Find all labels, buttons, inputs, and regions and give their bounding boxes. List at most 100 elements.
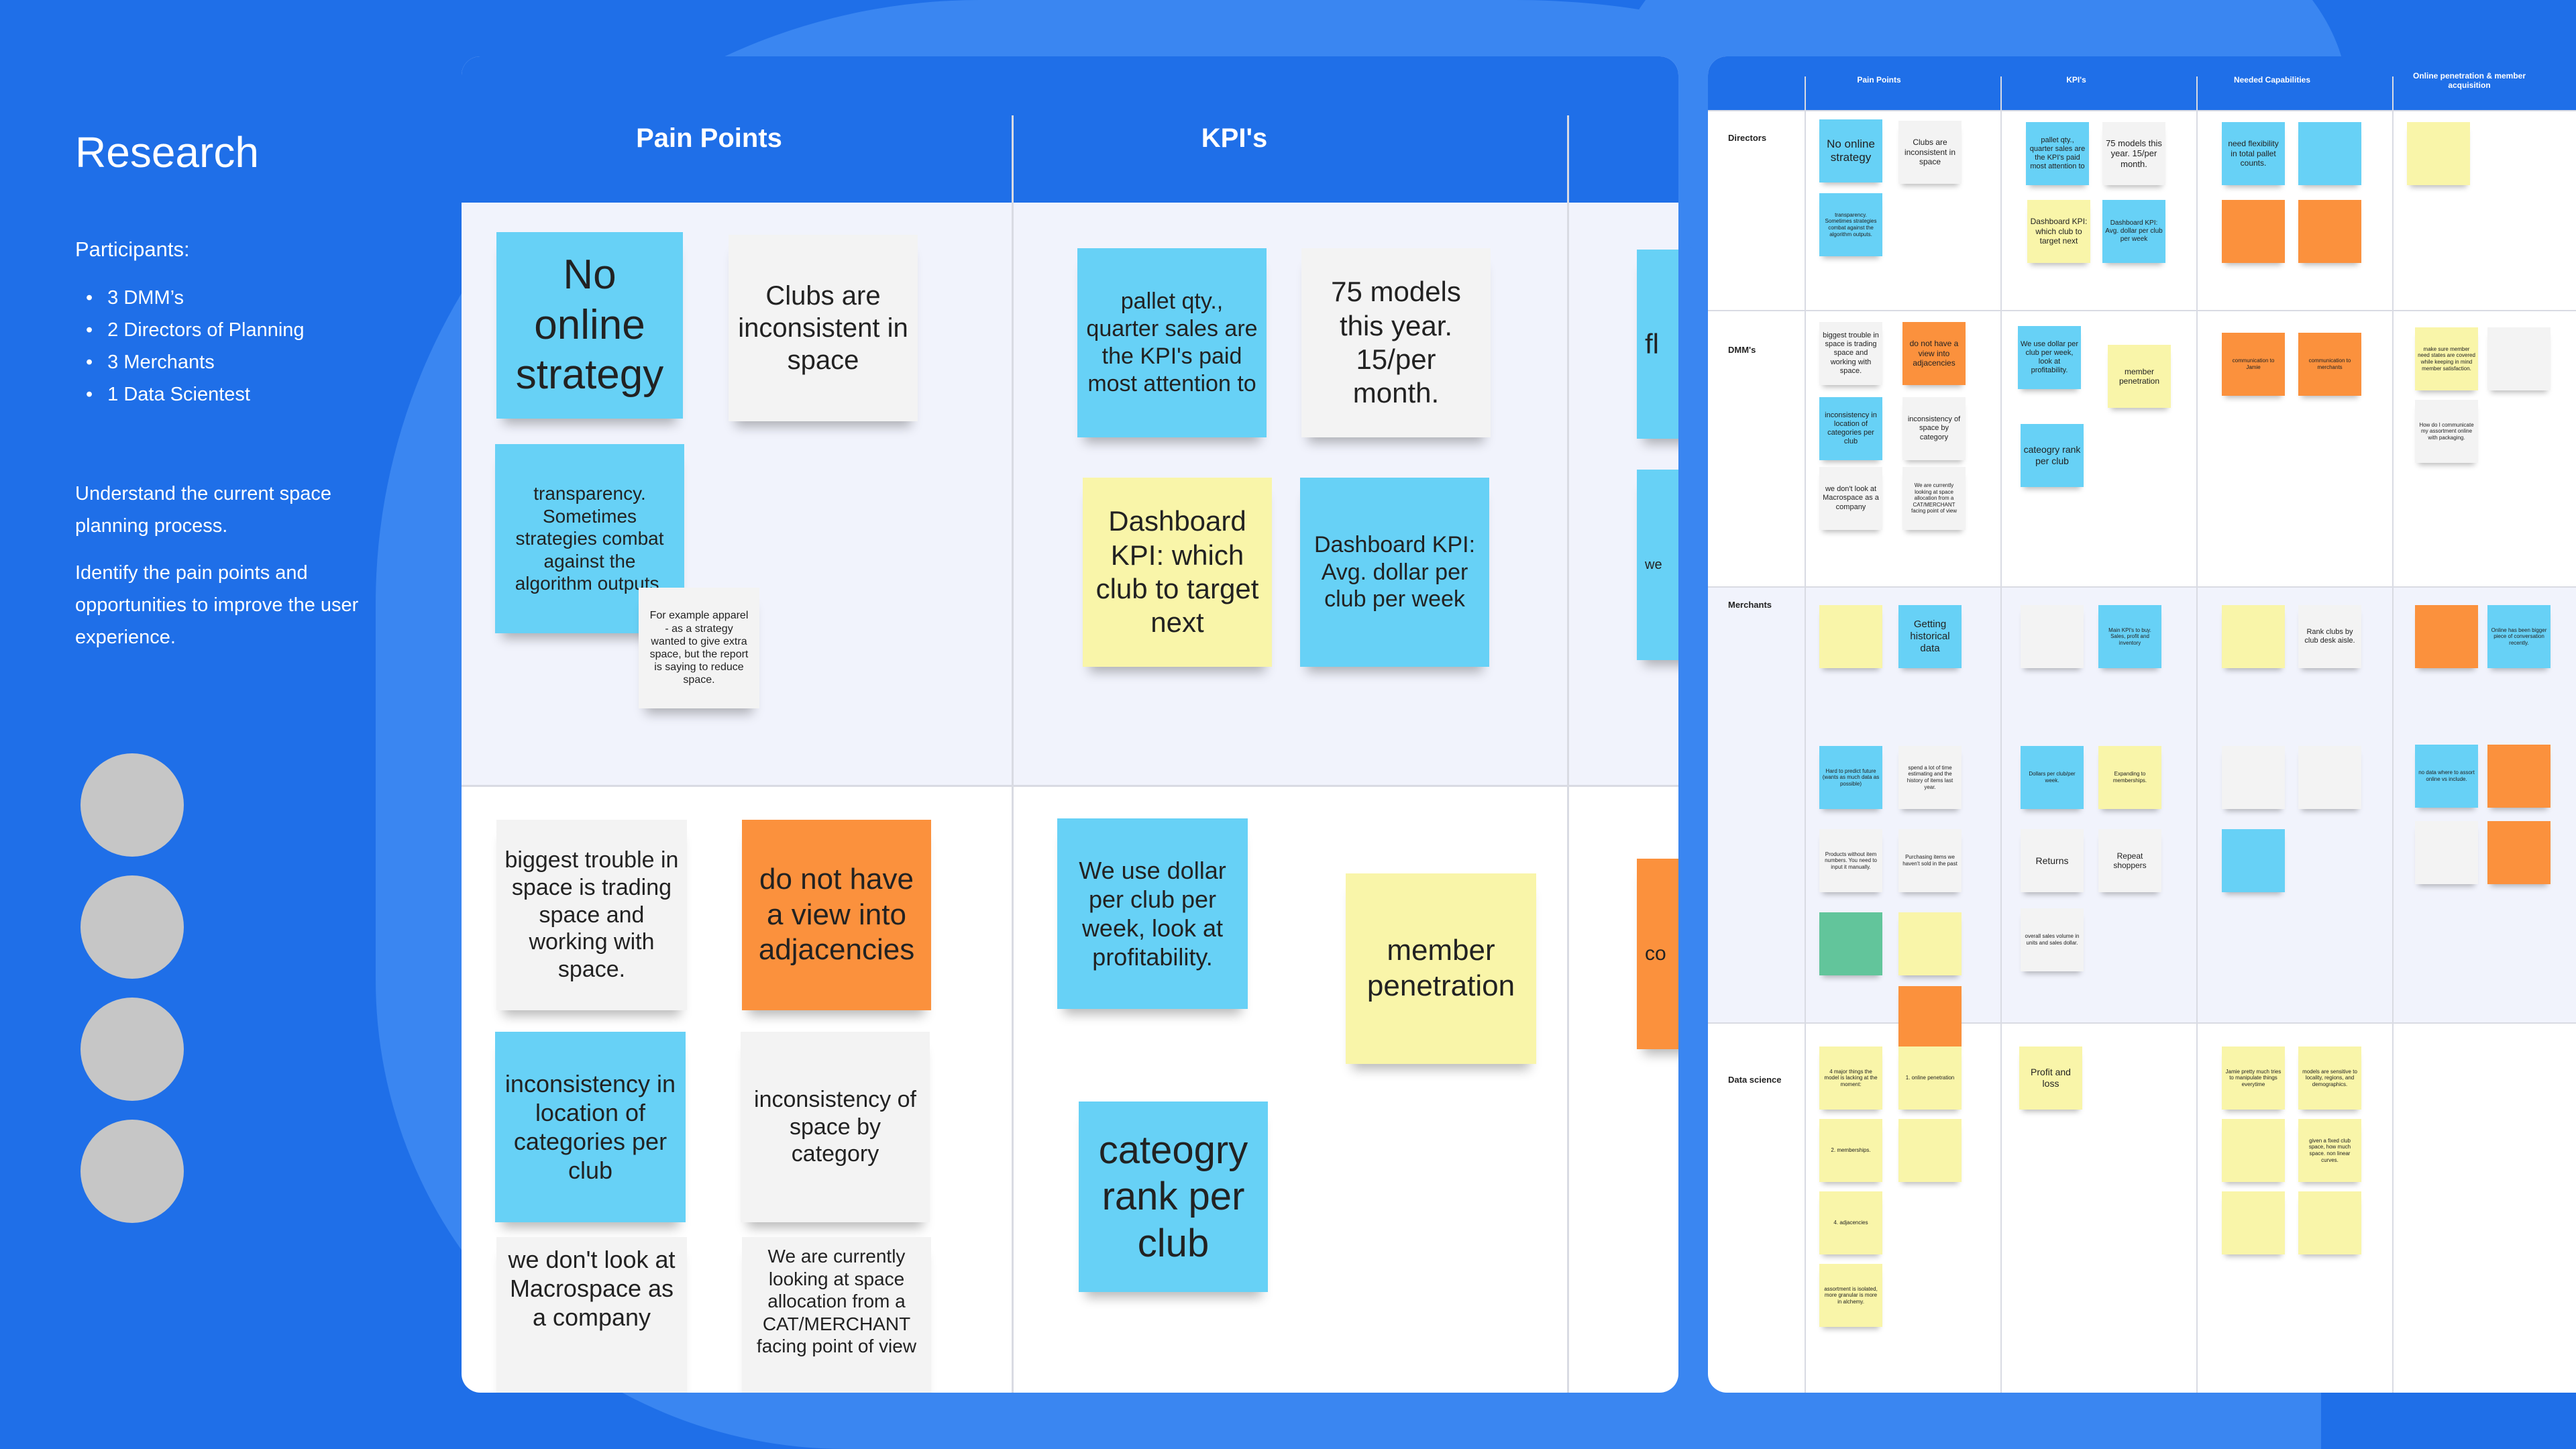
avatar xyxy=(80,1120,184,1223)
sticky-note[interactable]: Profit and loss xyxy=(2019,1046,2082,1110)
sticky-note[interactable]: communication to Jamie xyxy=(2222,333,2285,396)
sticky-note[interactable]: No online strategy xyxy=(1819,119,1882,182)
sticky-note[interactable]: no data where to assort online vs includ… xyxy=(2415,745,2478,808)
sticky-note[interactable]: pallet qty., quarter sales are the KPI's… xyxy=(1077,248,1267,437)
sticky-note[interactable]: Dashboard KPI: Avg. dollar per club per … xyxy=(2102,200,2165,263)
sticky-note[interactable]: 75 models this year. 15/per month. xyxy=(2102,122,2165,185)
sticky-note[interactable] xyxy=(2415,605,2478,668)
sticky-note[interactable]: 4. adjacencies xyxy=(1819,1191,1882,1254)
sticky-note[interactable] xyxy=(1898,912,1962,975)
divider xyxy=(2196,76,2198,1393)
sticky-note[interactable] xyxy=(2487,327,2551,390)
sticky-note[interactable]: overall sales volume in units and sales … xyxy=(2021,908,2084,971)
sticky-note[interactable]: inconsistency in location of categories … xyxy=(1819,397,1882,460)
sticky-note[interactable] xyxy=(2222,200,2285,263)
sticky-note[interactable]: Products without item numbers. You need … xyxy=(1819,829,1882,892)
sticky-note[interactable]: 4 major things the model is lacking at t… xyxy=(1819,1046,1882,1110)
sticky-note[interactable]: We use dollar per club per week, look at… xyxy=(1057,818,1248,1009)
sticky-note[interactable]: We are currently looking at space alloca… xyxy=(1902,467,1966,530)
sticky-note[interactable]: spend a lot of time estimating and the h… xyxy=(1898,746,1962,809)
sticky-note[interactable]: transparency. Sometimes strategies comba… xyxy=(1819,193,1882,256)
sticky-note[interactable]: cateogry rank per club xyxy=(1079,1102,1268,1292)
sticky-note[interactable]: Repeat shoppers xyxy=(2098,829,2161,892)
row-label-directors: Directors xyxy=(1728,133,1767,143)
sticky-note[interactable]: Purchasing items we haven't sold in the … xyxy=(1898,829,1962,892)
sticky-note[interactable] xyxy=(1898,1119,1962,1182)
sticky-note[interactable]: Jamie pretty much tries to manipulate th… xyxy=(2222,1046,2285,1110)
sticky-note[interactable]: inconsistency of space by category xyxy=(741,1032,930,1222)
page-title: Research xyxy=(75,128,259,176)
sticky-note[interactable]: inconsistency of space by category xyxy=(1902,397,1966,460)
sticky-note[interactable]: models are sensitive to locality, region… xyxy=(2298,1046,2361,1110)
divider xyxy=(462,785,1678,787)
sticky-note[interactable]: How do I communicate my assortment onlin… xyxy=(2415,400,2478,463)
divider xyxy=(1567,115,1569,1393)
sticky-note[interactable]: we don't look at Macrospace as a company xyxy=(1819,467,1882,530)
sticky-note[interactable]: 75 models this year. 15/per month. xyxy=(1301,248,1491,437)
sticky-note[interactable] xyxy=(2222,829,2285,892)
column-header-online: Online penetration & member acquisition xyxy=(2412,71,2526,90)
sticky-note[interactable] xyxy=(2222,746,2285,809)
sticky-note[interactable]: Getting historical data xyxy=(1898,605,1962,668)
sticky-note[interactable]: co xyxy=(1637,859,1678,1049)
sticky-note[interactable]: biggest trouble in space is trading spac… xyxy=(496,820,687,1010)
sticky-note[interactable] xyxy=(2407,122,2470,185)
sticky-note[interactable] xyxy=(1898,986,1962,1049)
sticky-note[interactable]: Online has been bigger piece of conversa… xyxy=(2487,605,2551,668)
sticky-note[interactable]: Main KPI's to buy. Sales, profit and inv… xyxy=(2098,605,2161,668)
sticky-note[interactable] xyxy=(2021,605,2084,668)
sticky-note[interactable] xyxy=(2298,1191,2361,1254)
sticky-note[interactable]: need flexibility in total pallet counts. xyxy=(2222,122,2285,185)
sticky-note[interactable]: Returns xyxy=(2021,829,2084,892)
sticky-note[interactable] xyxy=(2222,1119,2285,1182)
sticky-note[interactable]: inconsistency in location of categories … xyxy=(495,1032,686,1222)
sticky-note[interactable]: member penetration xyxy=(2108,345,2171,408)
sticky-note[interactable]: Hard to predict future (wants as much da… xyxy=(1819,746,1882,809)
sticky-note[interactable]: do not have a view into adjacencies xyxy=(1902,322,1966,385)
sticky-note[interactable]: 1. online penetration xyxy=(1898,1046,1962,1110)
column-header-capabilities: Needed Capabilities xyxy=(2233,75,2311,85)
sticky-note[interactable]: make sure member need states are covered… xyxy=(2415,327,2478,390)
sticky-note[interactable]: assortment is isolated, more granular is… xyxy=(1819,1264,1882,1327)
divider xyxy=(2392,76,2394,1393)
sticky-note[interactable]: No online strategy xyxy=(496,232,683,419)
sticky-note[interactable]: We are currently looking at space alloca… xyxy=(742,1237,931,1393)
sticky-note[interactable]: we don't look at Macrospace as a company xyxy=(496,1237,687,1393)
participants-label: Participants: xyxy=(75,237,190,261)
sticky-note[interactable]: We use dollar per club per week, look at… xyxy=(2018,326,2081,389)
sticky-note[interactable]: member penetration xyxy=(1346,873,1536,1064)
sticky-note[interactable] xyxy=(2222,605,2285,668)
sticky-note[interactable] xyxy=(2298,122,2361,185)
sticky-note[interactable]: biggest trouble in space is trading spac… xyxy=(1819,322,1882,385)
affinity-board-zoomed: Pain Points KPI's No online strategy Clu… xyxy=(462,56,1678,1393)
sticky-note[interactable] xyxy=(2222,1191,2285,1254)
sticky-note[interactable]: 2. memberships. xyxy=(1819,1119,1882,1182)
sticky-note[interactable]: do not have a view into adjacencies xyxy=(742,820,931,1010)
sticky-note[interactable]: Clubs are inconsistent in space xyxy=(1898,121,1962,184)
sticky-note[interactable] xyxy=(1819,605,1882,668)
sticky-note[interactable] xyxy=(2487,821,2551,884)
sticky-note[interactable]: Expanding to memberships. xyxy=(2098,746,2161,809)
avatar xyxy=(80,875,184,979)
sticky-note[interactable]: For example apparel - as a strategy want… xyxy=(639,588,759,708)
sticky-note[interactable]: given a fixed club space, how much space… xyxy=(2298,1119,2361,1182)
sticky-note[interactable]: Dashboard KPI: which club to target next xyxy=(1083,478,1272,667)
sticky-note[interactable]: cateogry rank per club xyxy=(2021,424,2084,487)
sticky-note[interactable]: fl xyxy=(1637,250,1678,439)
column-header-kpis: KPI's xyxy=(1201,123,1268,153)
divider xyxy=(2000,76,2002,1393)
sticky-note[interactable]: Rank clubs by club desk aisle. xyxy=(2298,605,2361,668)
sticky-note[interactable]: Clubs are inconsistent in space xyxy=(729,235,918,421)
sticky-note[interactable] xyxy=(2298,746,2361,809)
sticky-note[interactable]: we xyxy=(1637,470,1678,660)
sticky-note[interactable] xyxy=(1819,912,1882,975)
sticky-note[interactable] xyxy=(2487,745,2551,808)
sticky-note[interactable] xyxy=(2298,200,2361,263)
sticky-note[interactable]: pallet qty., quarter sales are the KPI's… xyxy=(2026,122,2089,185)
sticky-note[interactable]: Dashboard KPI: which club to target next xyxy=(2027,200,2090,263)
sticky-note[interactable]: communication to merchants xyxy=(2298,333,2361,396)
sticky-note[interactable]: Dashboard KPI: Avg. dollar per club per … xyxy=(1300,478,1489,667)
sticky-note[interactable]: Dollars per club/per week. xyxy=(2021,746,2084,809)
list-item: 3 Merchants xyxy=(86,346,370,378)
sticky-note[interactable] xyxy=(2415,821,2478,884)
